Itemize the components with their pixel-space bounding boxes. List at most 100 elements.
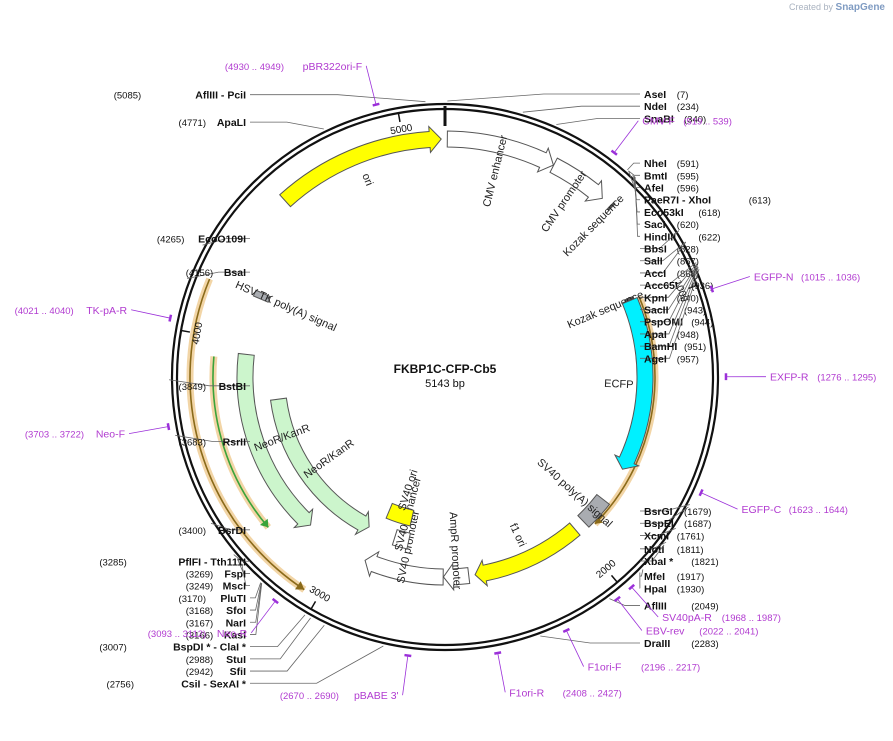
primer-mark (168, 314, 173, 322)
primer-mark (271, 597, 279, 605)
enzyme-position: (3285) (99, 557, 126, 568)
enzyme-bsrgi[interactable]: BsrGI(1679) (640, 504, 711, 518)
enzyme-pflfi-tth111i[interactable]: PflFI - Tth111I(3285) (99, 554, 250, 569)
primer-f1ori-r[interactable]: F1ori-R(2408 .. 2427) (494, 651, 622, 699)
primer-sv40pa-r[interactable]: SV40pA-R(1968 .. 1987) (628, 583, 781, 624)
feature-ecfp[interactable]: ECFP (604, 296, 654, 470)
enzyme-name: SacII (644, 305, 669, 317)
feature-neor-kanr-1[interactable]: NeoR/KanR (269, 397, 370, 536)
enzyme-eco0109i[interactable]: EcoO109I(4265) (157, 234, 250, 246)
enzyme-position: (620) (677, 220, 699, 231)
enzyme-pluti[interactable]: PluTI(3170) (179, 582, 262, 605)
enzyme-apai[interactable]: ApaI(948) (640, 266, 699, 341)
primer-tk-pa-r[interactable]: TK-pA-R(4021 .. 4040) (15, 305, 173, 322)
feature-label: f1 ori (507, 522, 528, 549)
enzyme-leader (609, 598, 640, 606)
enzyme-snabi[interactable]: SnaBI(340) (556, 113, 706, 125)
enzyme-position: (2942) (186, 667, 213, 678)
enzyme-position: (591) (677, 159, 699, 170)
enzyme-bsai[interactable]: BsaI(4156) (186, 267, 250, 279)
feature-arrow (549, 157, 603, 202)
primer-ebv-rev[interactable]: EBV-rev(2022 .. 2041) (613, 595, 759, 638)
primer-leader (365, 65, 377, 104)
enzyme-acc65i[interactable]: Acc65I(936) (640, 262, 713, 292)
enzyme-leader (640, 528, 676, 536)
enzyme-noti[interactable]: NotI(1811) (640, 541, 704, 556)
tick-label: 2000 (594, 558, 618, 581)
primer-name: CMV-F (642, 116, 675, 128)
feature-hsv-tk-polya[interactable]: HSV TK poly(A) signal (233, 279, 338, 334)
enzyme-bspei[interactable]: BspEI(1687) (640, 506, 711, 530)
primer-name: F1ori-R (509, 687, 544, 699)
enzyme-leader (640, 264, 698, 323)
enzyme-position: (3170) (179, 594, 206, 605)
primer-name: EGFP-N (754, 271, 794, 283)
enzyme-kpni[interactable]: KpnI(940) (640, 263, 699, 304)
primer-f1ori-f[interactable]: F1ori-F(2196 .. 2217) (562, 627, 700, 674)
primer-neo-f[interactable]: Neo-F(3703 .. 3722) (25, 422, 171, 441)
feature-cmv-enhancer[interactable]: CMV enhancer (446, 130, 554, 208)
primer-cmv-f[interactable]: CMV-F(519 .. 539) (610, 116, 732, 156)
enzyme-nhei[interactable]: NheI(591) (627, 158, 699, 171)
feature-ori[interactable]: ori (279, 125, 442, 208)
enzyme-afliii-pcii[interactable]: AflIII - PciI(5085) (114, 90, 426, 103)
orf-line (212, 356, 269, 528)
enzyme-name: SalI (644, 256, 663, 268)
primer-exfp-r[interactable]: EXFP-R(1276 .. 1295) (724, 372, 876, 384)
enzyme-msci[interactable]: MscI(3249) (186, 563, 250, 593)
primer-name: EGFP-C (742, 504, 782, 516)
enzyme-bsrdi[interactable]: BsrDI(3400) (179, 522, 250, 537)
enzyme-stui[interactable]: StuI(2988) (186, 617, 311, 666)
enzyme-agei[interactable]: AgeI(957) (640, 268, 700, 365)
enzyme-name: NotI (644, 544, 664, 556)
primer-pbr322ori-f[interactable]: pBR322ori-F(4930 .. 4949) (225, 61, 380, 107)
enzyme-rsrii[interactable]: RsrII(3683) (175, 434, 250, 449)
primer-egfp-c[interactable]: EGFP-C(1623 .. 1644) (698, 489, 848, 517)
enzyme-fspi[interactable]: FspI(3269) (186, 558, 250, 581)
enzyme-leader (210, 522, 250, 531)
enzyme-leader (250, 614, 306, 648)
enzyme-bspdi-clai[interactable]: BspDI * - ClaI *(3007) (99, 614, 306, 654)
enzyme-sacii[interactable]: SacII(943) (640, 264, 706, 317)
enzyme-xbai[interactable]: XbaI *(1821) (640, 544, 719, 568)
enzyme-xcmi[interactable]: XcmI(1761) (640, 528, 704, 542)
primer-neo-r[interactable]: Neo-R(3093 .. 3112) (148, 597, 279, 640)
feature-f1-ori[interactable]: f1 ori (474, 522, 581, 588)
enzyme-name: Eco53kI (644, 207, 684, 219)
feature-arrow (446, 130, 554, 173)
enzyme-ndei[interactable]: NdeI(234) (522, 101, 699, 113)
primer-egfp-n[interactable]: EGFP-N(1015 .. 1036) (709, 271, 860, 293)
enzyme-bbsi[interactable]: BbsI(828) (640, 230, 699, 256)
enzyme-kasi[interactable]: KasI(3166) (186, 583, 263, 641)
enzyme-bstbi[interactable]: BstBI(3849) (168, 379, 250, 393)
enzyme-leader (640, 504, 690, 512)
enzyme-position: (3168) (186, 606, 213, 617)
enzyme-sali[interactable]: SalI(867) (640, 241, 699, 268)
enzyme-name: SacI (644, 219, 666, 231)
primer-name: EBV-rev (646, 626, 685, 638)
enzyme-asei[interactable]: AseI(7) (447, 89, 688, 102)
feature-ampr-promoter[interactable]: AmpR promoter (442, 512, 471, 592)
feature-mark (606, 201, 616, 212)
enzyme-name: BamHI (644, 341, 677, 353)
enzyme-position: (595) (677, 171, 699, 182)
enzyme-nari[interactable]: NarI(3167) (186, 583, 262, 629)
enzyme-bamhi[interactable]: BamHI(951) (640, 267, 706, 353)
enzyme-bmti[interactable]: BmtI(595) (628, 170, 699, 182)
enzyme-csii-sexai[interactable]: CsiI - SexAI *(2756) (107, 645, 384, 690)
enzyme-position: (1761) (677, 531, 704, 542)
enzyme-afliii2[interactable]: AflIII(2049) (609, 598, 719, 613)
enzyme-hpai[interactable]: HpaI(1930) (639, 572, 704, 595)
enzyme-apali[interactable]: ApaLI(4771) (179, 117, 324, 130)
orf-arrowhead (294, 581, 305, 590)
enzyme-pspomi[interactable]: PspOMI(944) (640, 264, 713, 329)
enzyme-sfoi[interactable]: SfoI(3168) (186, 582, 262, 617)
enzyme-draiii[interactable]: DraIII(2283) (540, 635, 719, 650)
primer-name: F1ori-F (588, 662, 622, 674)
primer-pbabe3[interactable]: pBABE 3'(2670 .. 2690) (280, 653, 412, 702)
enzyme-sfii[interactable]: SfiI(2942) (186, 624, 325, 678)
enzyme-leader (250, 583, 262, 623)
tick-mark (688, 284, 698, 290)
enzyme-mfei[interactable]: MfeI(1917) (640, 569, 704, 583)
feature-sv40-polya[interactable]: SV40 poly(A) signal (534, 457, 614, 531)
